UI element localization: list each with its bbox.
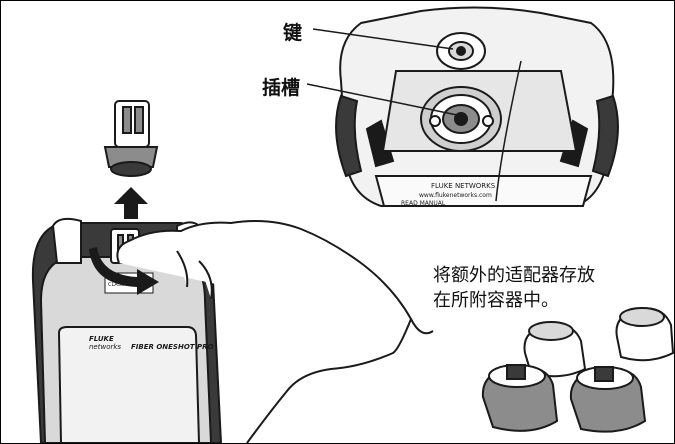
key-leader-line bbox=[312, 28, 454, 50]
meter-subbrand-text: networks bbox=[89, 343, 121, 351]
slot-leader-line bbox=[306, 83, 458, 116]
lift-arrow bbox=[114, 187, 148, 219]
meter-model-text: FIBER ONESHOT PRO bbox=[131, 343, 214, 351]
storage-note: 将额外的适配器存放 在所附容器中。 bbox=[433, 263, 595, 313]
hand bbox=[116, 220, 434, 443]
storage-note-line-1: 将额外的适配器存放 bbox=[433, 265, 595, 286]
panel-website-text: www.flukenetworks.com bbox=[419, 192, 492, 199]
rotate-arrow bbox=[89, 247, 159, 295]
slot-callout-label: 插槽 bbox=[262, 77, 301, 99]
meter-brand-text: FLUKE bbox=[89, 335, 114, 343]
panel-brand-text: FLUKE NETWORKS bbox=[431, 182, 496, 190]
panel-warning-text: READ MANUAL bbox=[401, 200, 446, 207]
meter-port-panel bbox=[335, 6, 619, 207]
stored-adapters bbox=[481, 307, 674, 433]
storage-note-line-2: 在所附容器中。 bbox=[433, 290, 559, 311]
key-callout-label: 键 bbox=[283, 22, 303, 44]
lifted-adapter bbox=[103, 100, 159, 177]
